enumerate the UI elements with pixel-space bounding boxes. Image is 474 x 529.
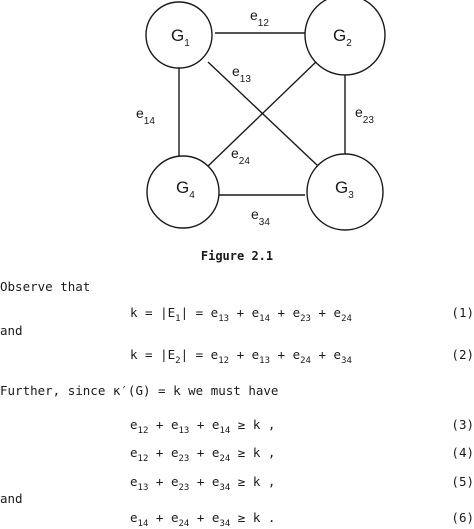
figure-caption: Figure 2.1 xyxy=(200,249,274,263)
equation-term: + e xyxy=(148,474,179,489)
equation-subscript: 34 xyxy=(219,519,231,529)
equation-subscript: 13 xyxy=(178,426,190,436)
equation-term: e xyxy=(130,510,138,525)
text-and-1: and xyxy=(0,323,23,338)
equation-term: + e xyxy=(189,510,220,525)
equation-subscript: 13 xyxy=(137,483,149,493)
equation-subscript: 13 xyxy=(218,314,230,324)
equation-1: k = |E1| = e13 + e14 + e23 + e24 xyxy=(130,305,352,324)
equation-term: + e xyxy=(189,417,220,432)
edge-label-24: e24 xyxy=(231,145,250,167)
equation-term: + e xyxy=(229,347,260,362)
equation-number-4: (4) xyxy=(451,445,474,460)
equation-number-3: (3) xyxy=(451,417,474,432)
graph-figure: G1 G2 G3 G4 e12 e13 e14 e23 e24 e34 xyxy=(136,0,386,231)
equation-subscript: 14 xyxy=(137,519,149,529)
edge-label-14: e14 xyxy=(136,105,155,127)
text-further: Further, since κ′(G) = k we must have xyxy=(0,383,279,398)
node-label-g3: G3 xyxy=(335,178,354,201)
equation-term: + e xyxy=(148,445,179,460)
equation-term: + e xyxy=(148,417,179,432)
equation-subscript: 14 xyxy=(259,314,271,324)
text-observe: Observe that xyxy=(0,279,91,294)
equation-subscript: 24 xyxy=(341,314,352,324)
equation-term: | = e xyxy=(180,347,219,362)
equation-subscript: 23 xyxy=(178,454,190,464)
equation-subscript: 12 xyxy=(137,426,149,436)
equation-subscript: 24 xyxy=(219,454,231,464)
equation-term: ≥ k , xyxy=(230,445,276,460)
edge-label-23: e23 xyxy=(355,104,374,126)
equation-subscript: 23 xyxy=(178,483,190,493)
equation-3: e12 + e13 + e14 ≥ k , xyxy=(130,417,276,436)
equation-subscript: 24 xyxy=(300,356,311,366)
equation-5: e13 + e23 + e34 ≥ k , xyxy=(130,474,276,493)
equation-term: e xyxy=(130,474,138,489)
node-label-g1: G1 xyxy=(171,26,190,49)
equation-term: e xyxy=(130,417,138,432)
equation-term: + e xyxy=(270,347,301,362)
edge-label-34: e34 xyxy=(251,206,270,228)
edge-label-12: e12 xyxy=(250,7,269,29)
equation-term: e xyxy=(130,445,138,460)
equation-term: + e xyxy=(189,445,220,460)
equation-subscript: 12 xyxy=(137,454,149,464)
equation-subscript: 13 xyxy=(259,356,271,366)
node-label-g2: G2 xyxy=(333,26,352,49)
equation-4: e12 + e23 + e24 ≥ k , xyxy=(130,445,276,464)
equation-subscript: 24 xyxy=(178,519,190,529)
node-g2 xyxy=(304,0,386,76)
equation-number-5: (5) xyxy=(451,474,474,489)
equation-subscript: 23 xyxy=(300,314,311,324)
equation-term: + e xyxy=(310,305,342,320)
node-g3 xyxy=(306,153,384,231)
equation-subscript: 12 xyxy=(218,356,230,366)
equation-term: ≥ k , xyxy=(230,417,276,432)
equation-term: + e xyxy=(189,474,220,489)
equation-number-1: (1) xyxy=(451,305,474,320)
equation-2: k = |E2| = e12 + e13 + e24 + e34 xyxy=(130,347,352,366)
equation-term: k = |E xyxy=(130,305,176,320)
equation-subscript: 34 xyxy=(341,356,352,366)
equation-term: ≥ k , xyxy=(230,474,276,489)
equation-subscript: 34 xyxy=(219,483,231,493)
equation-subscript: 14 xyxy=(219,426,231,436)
equation-number-6: (6) xyxy=(451,510,474,525)
node-g4 xyxy=(146,155,220,229)
text-and-2: and xyxy=(0,491,23,506)
equation-subscript: 1 xyxy=(175,314,181,324)
equation-term: k = |E xyxy=(130,347,176,362)
equation-term: | = e xyxy=(180,305,219,320)
equation-number-2: (2) xyxy=(451,347,474,362)
equation-term: + e xyxy=(270,305,301,320)
edge-label-13: e13 xyxy=(232,63,251,85)
equation-term: + e xyxy=(148,510,179,525)
equation-subscript: 2 xyxy=(175,356,181,366)
equation-6: e14 + e24 + e34 ≥ k . xyxy=(130,510,276,529)
equation-term: + e xyxy=(310,347,342,362)
equation-term: ≥ k . xyxy=(230,510,276,525)
equation-term: + e xyxy=(229,305,260,320)
node-g1 xyxy=(145,1,213,69)
node-label-g4: G4 xyxy=(176,178,195,201)
edge-line-24 xyxy=(205,59,319,169)
